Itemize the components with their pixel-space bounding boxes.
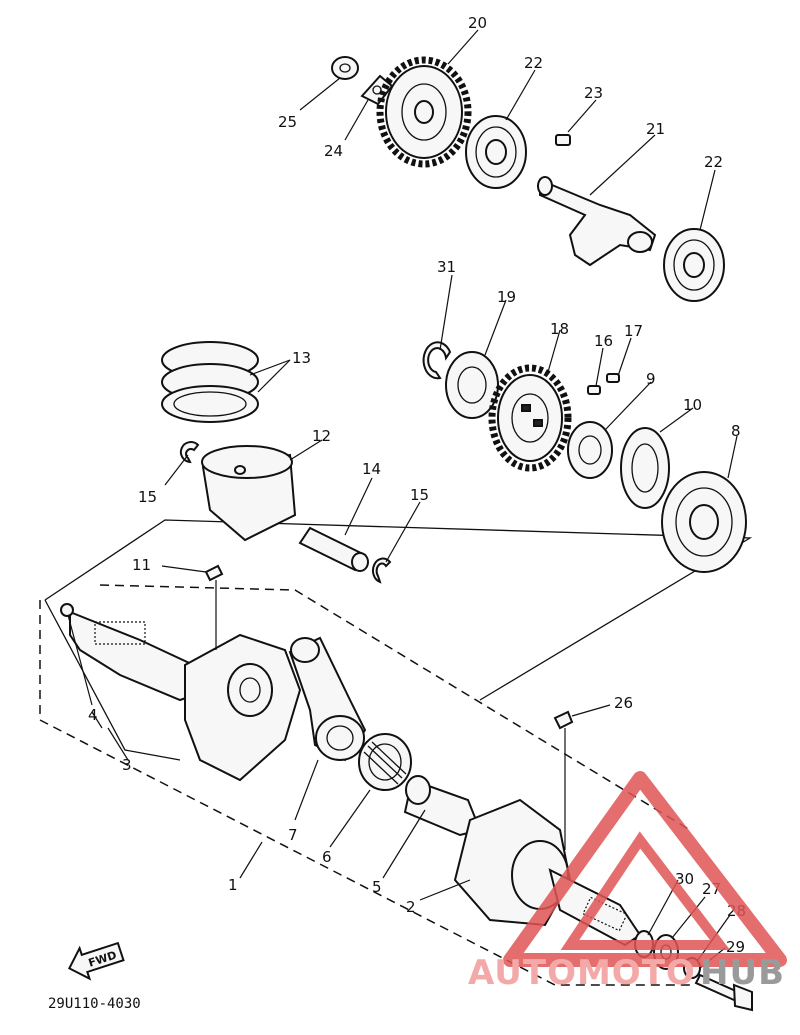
callout-2: 2	[406, 898, 416, 916]
bearing-8	[661, 471, 747, 573]
callout-13: 13	[292, 349, 311, 367]
piston-group	[161, 341, 392, 584]
callout-22-upper: 22	[524, 54, 543, 72]
watermark-logo	[503, 771, 787, 967]
needle-bearing-6	[358, 733, 412, 791]
washer-10	[620, 427, 670, 509]
callout-12: 12	[312, 427, 331, 445]
circlip-31	[422, 341, 452, 380]
callout-29: 29	[726, 938, 745, 956]
callout-5: 5	[372, 878, 382, 896]
pin-17	[606, 373, 620, 383]
fwd-arrow: FWD	[67, 941, 125, 981]
callout-23: 23	[584, 84, 603, 102]
callout-18: 18	[550, 320, 569, 338]
callout-14: 14	[362, 460, 381, 478]
triangle-logo-icon	[503, 771, 787, 967]
ball-4	[60, 603, 74, 617]
bearing-22-upper	[465, 115, 527, 189]
callout-15-right: 15	[410, 486, 429, 504]
castle-nut-9	[567, 421, 613, 479]
callout-labels: 1 2 3 4 5 6 7 8 9 10 11 12 13 14 15 15 1…	[88, 14, 746, 956]
piston-rings-13	[161, 341, 259, 423]
callout-26: 26	[614, 694, 633, 712]
callout-9: 9	[646, 370, 656, 388]
callout-15-left: 15	[138, 488, 157, 506]
balancer-gear-20	[376, 56, 472, 168]
watermark-text-left: AUTOMOTO	[468, 953, 696, 993]
callout-30: 30	[675, 870, 694, 888]
callout-4: 4	[88, 706, 98, 724]
callout-17: 17	[624, 322, 643, 340]
piston-pin-14	[298, 526, 369, 572]
crank-half-3	[69, 610, 302, 782]
piston-12	[201, 445, 297, 542]
callout-3: 3	[122, 756, 132, 774]
crank-pin-5	[403, 775, 482, 837]
callout-19: 19	[497, 288, 516, 306]
connecting-rod-7	[288, 636, 367, 762]
gear-18	[488, 364, 572, 472]
callout-22-lower: 22	[704, 153, 723, 171]
callout-20: 20	[468, 14, 487, 32]
key-26	[553, 710, 574, 730]
callout-10: 10	[683, 396, 702, 414]
callout-16: 16	[594, 332, 613, 350]
callout-7: 7	[288, 826, 298, 844]
callout-8: 8	[731, 422, 741, 440]
nut-25	[331, 56, 359, 80]
callout-11: 11	[132, 556, 151, 574]
callout-31: 31	[437, 258, 456, 276]
drive-gear-group	[422, 341, 747, 573]
watermark-text-right: HUB	[700, 953, 785, 993]
callout-25: 25	[278, 113, 297, 131]
assembly-outlines	[39, 519, 753, 986]
callout-24: 24	[324, 142, 343, 160]
key-23	[555, 134, 571, 146]
circlip-15-left	[179, 441, 200, 464]
pin-16	[587, 385, 601, 395]
bolt-29	[694, 973, 753, 1012]
callout-1: 1	[228, 876, 238, 894]
callout-21: 21	[646, 120, 665, 138]
balancer-shaft-21	[537, 176, 657, 267]
callout-6: 6	[322, 848, 332, 866]
drawing-code: 29U110-4030	[48, 996, 141, 1012]
bearing-22-lower	[663, 228, 725, 302]
key-11	[204, 564, 224, 582]
circlip-15-right	[372, 557, 392, 584]
balancer-group	[331, 56, 725, 302]
